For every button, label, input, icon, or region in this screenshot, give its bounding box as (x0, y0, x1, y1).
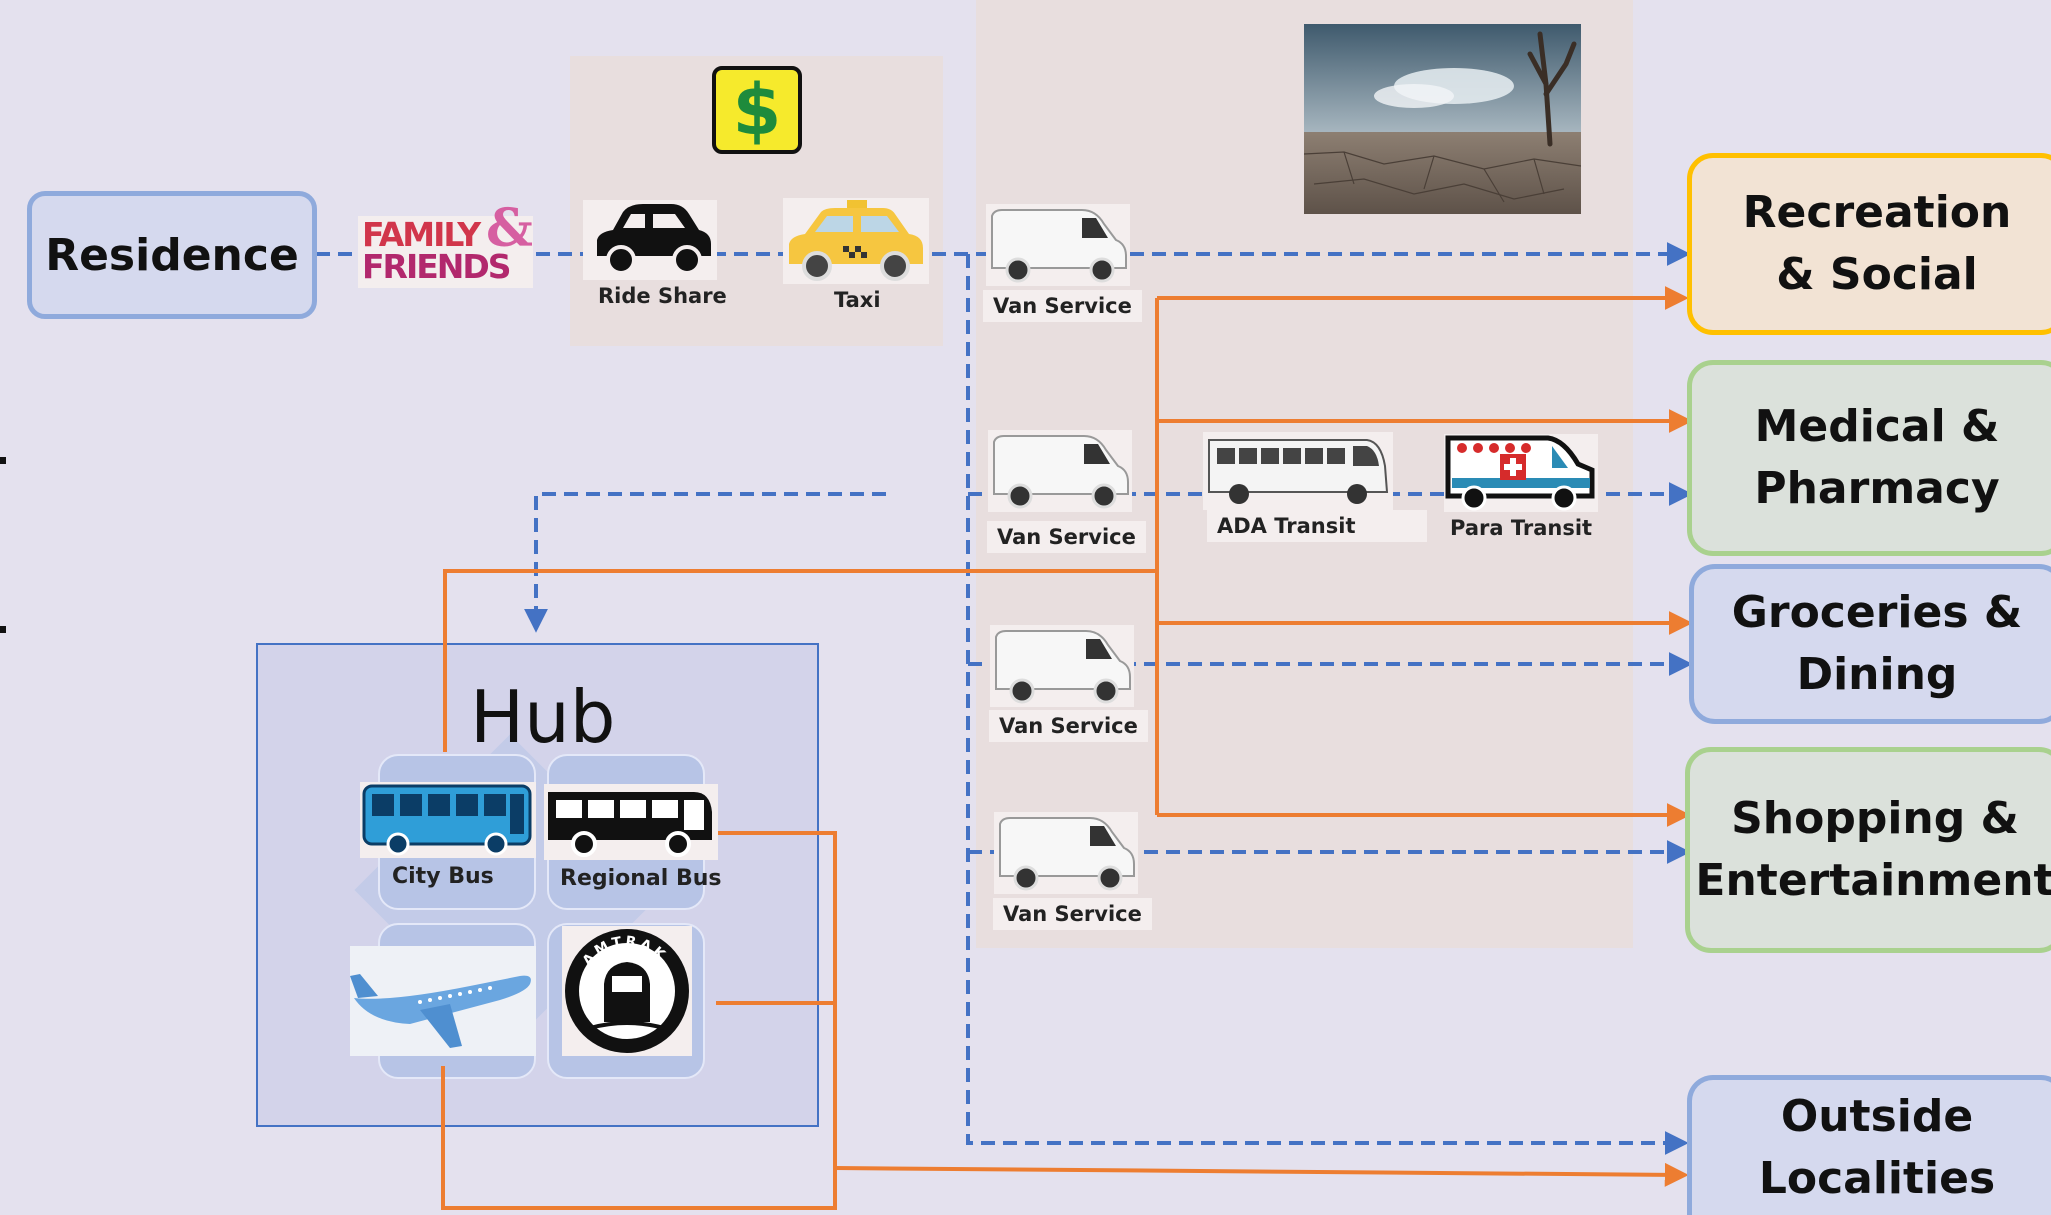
drought-photo (1304, 24, 1581, 214)
outside-box[interactable]: Outside Localities (1687, 1075, 2051, 1215)
van-service-label: Van Service (983, 290, 1142, 322)
medical-box[interactable]: Medical & Pharmacy (1687, 360, 2051, 556)
city-bus-label: City Bus (392, 864, 494, 889)
orange-to-outside (834, 1162, 1689, 1187)
van-service-label: Van Service (987, 521, 1146, 553)
groceries-box[interactable]: Groceries & Dining (1689, 564, 2051, 724)
regional-bus-label: Regional Bus (560, 866, 722, 891)
outside-line-2: Localities (1758, 1152, 1996, 1204)
family-friends-logo: FAMILY & FRIENDS (358, 198, 533, 288)
edge-mark (0, 626, 6, 633)
groceries-line-1: Groceries & (1731, 587, 2023, 638)
para-transit-label: Para Transit (1450, 516, 1593, 540)
bus-icon (1203, 432, 1393, 510)
ampersand: & (486, 198, 533, 259)
train-logo-icon: AMTRAK (562, 926, 692, 1056)
ambulance-icon (1444, 434, 1598, 512)
orange-regional-out (441, 831, 837, 1210)
ride-share-label: Ride Share (598, 284, 727, 308)
shopping-line-1: Shopping & (1731, 793, 2019, 844)
route-trunk-vertical (966, 254, 1689, 1155)
groceries-line-2: Dining (1796, 649, 1958, 700)
route-to-hub (524, 492, 886, 633)
recreation-line-1: Recreation (1742, 187, 2012, 238)
recreation-line-2: & Social (1776, 249, 1978, 300)
outside-line-1: Outside (1780, 1090, 1974, 1142)
van-service-label: Van Service (993, 898, 1152, 930)
orange-hub-up (443, 569, 1157, 752)
car-icon (583, 200, 717, 280)
taxi-icon (783, 198, 929, 284)
friends-word: FRIENDS (362, 247, 512, 286)
city-bus-icon (360, 782, 536, 858)
edge-mark (0, 457, 6, 464)
medical-line-2: Pharmacy (1754, 463, 2000, 514)
van-icon (994, 812, 1138, 899)
medical-line-1: Medical & (1754, 401, 2000, 452)
shopping-box[interactable]: Shopping & Entertainment (1685, 747, 2051, 953)
dollar-sign-icon: $ (712, 66, 802, 154)
hub-box (256, 643, 819, 1127)
recreation-box[interactable]: Recreation & Social (1687, 153, 2051, 335)
airplane-icon (350, 946, 536, 1056)
family-word: FAMILY (362, 215, 481, 254)
hub-title: Hub (470, 675, 616, 759)
van-icon (988, 430, 1132, 517)
van-service-label: Van Service (989, 710, 1148, 742)
residence-box[interactable]: Residence (27, 191, 317, 319)
residence-label: Residence (45, 229, 299, 281)
taxi-label: Taxi (834, 288, 881, 312)
shopping-line-2: Entertainment (1695, 855, 2051, 906)
ada-transit-label: ADA Transit (1207, 510, 1427, 542)
van-icon (990, 625, 1134, 712)
regional-bus-icon (544, 784, 718, 860)
van-icon (986, 204, 1130, 291)
